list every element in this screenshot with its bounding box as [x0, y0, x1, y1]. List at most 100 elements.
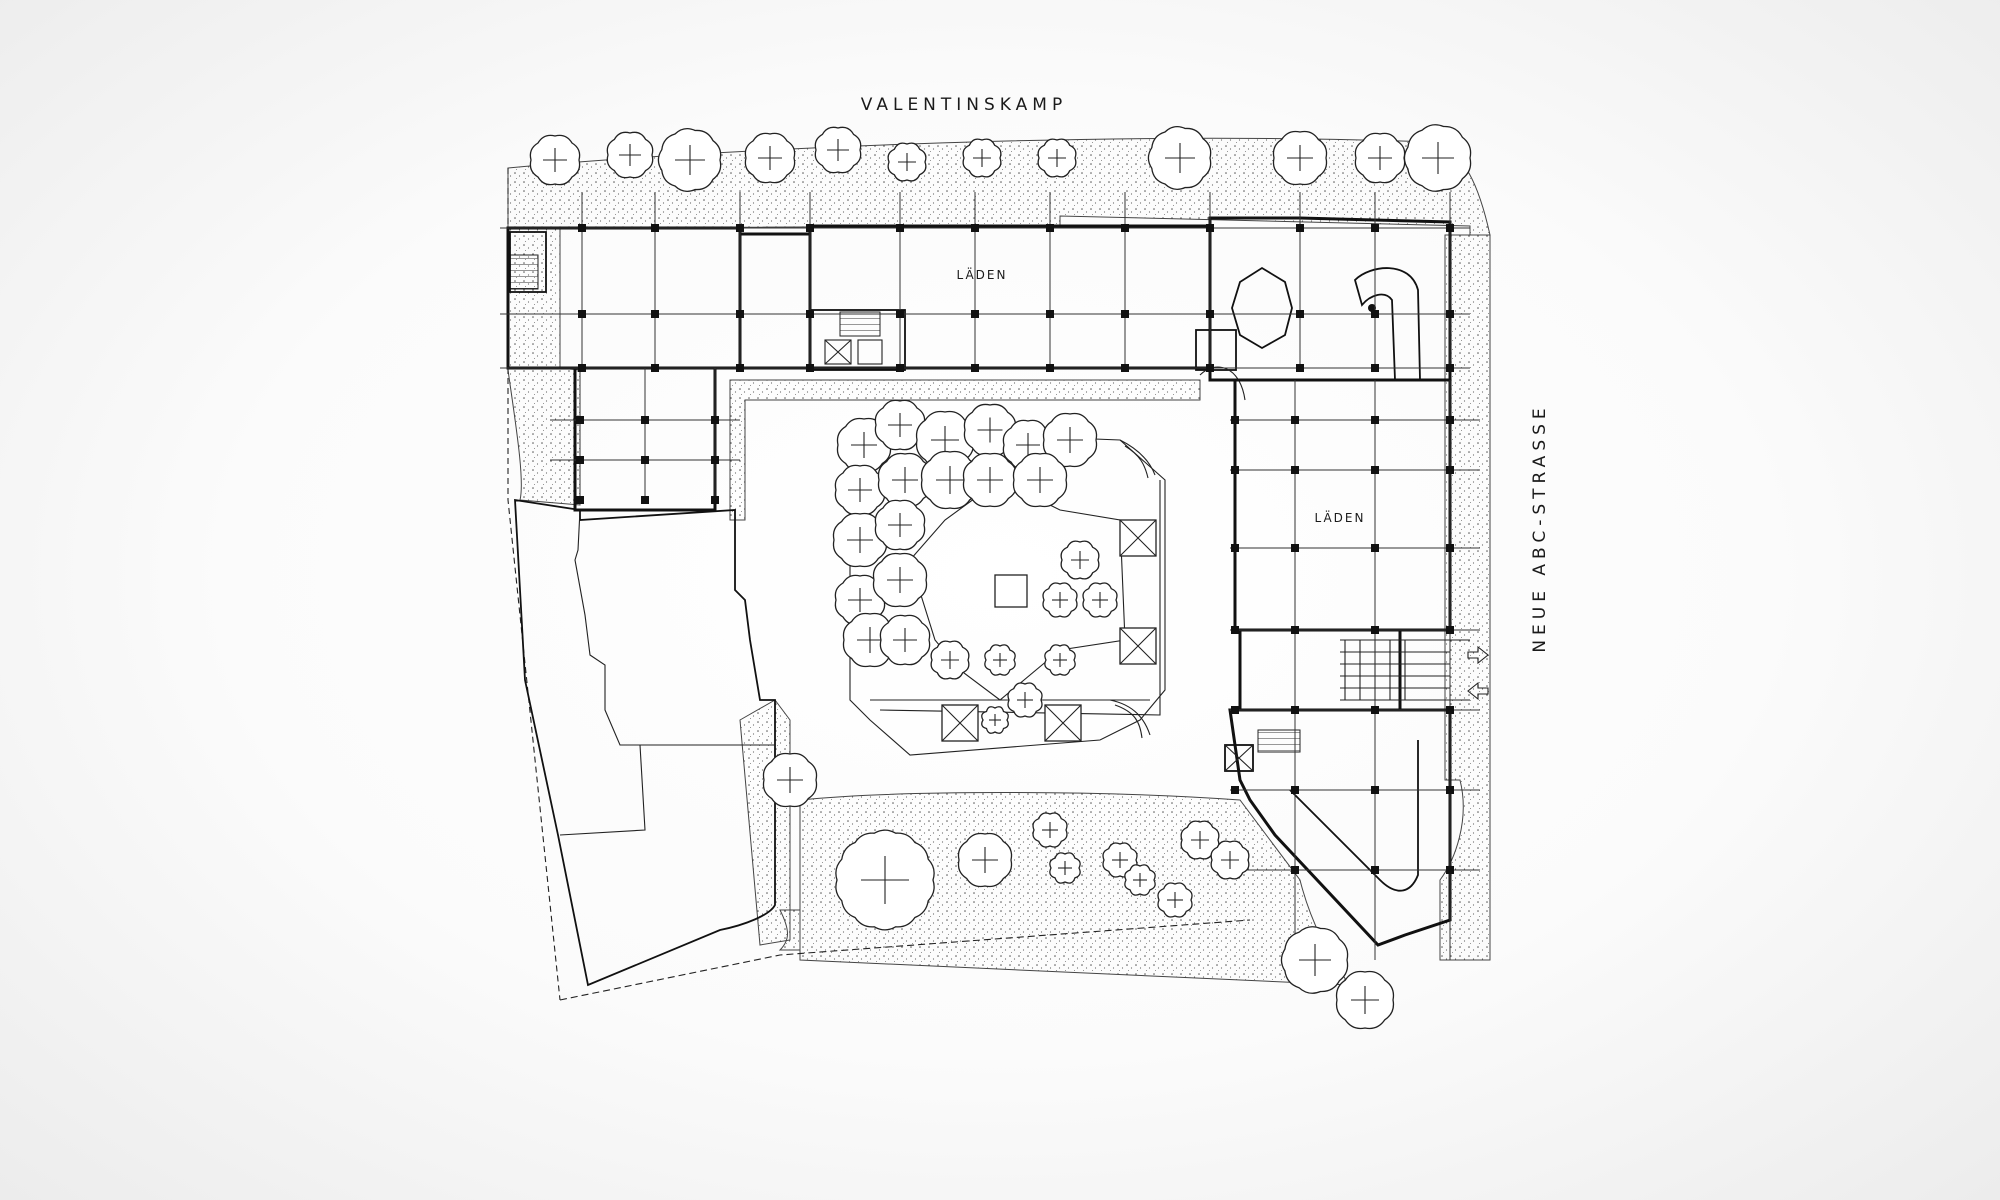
column	[651, 224, 659, 232]
column	[1291, 706, 1299, 714]
column	[736, 310, 744, 318]
tree-icon	[1210, 840, 1250, 880]
tree-icon	[1060, 540, 1100, 580]
entrance-passage	[1340, 639, 1470, 701]
column	[736, 364, 744, 372]
column	[1371, 310, 1379, 318]
tree-icon	[657, 128, 722, 192]
tree-icon	[874, 499, 926, 551]
column	[1046, 364, 1054, 372]
column	[1231, 626, 1239, 634]
tree-icon	[1147, 126, 1212, 190]
column	[1446, 364, 1454, 372]
column	[641, 416, 649, 424]
entry-arrow-icon	[1467, 645, 1489, 665]
tree-icon	[1280, 926, 1349, 994]
tree-icon	[872, 552, 928, 608]
column	[1371, 866, 1379, 874]
central-planter	[994, 574, 1028, 608]
column	[1446, 866, 1454, 874]
column	[1446, 416, 1454, 424]
column	[971, 364, 979, 372]
column	[1446, 786, 1454, 794]
tree-icon	[1354, 132, 1406, 184]
column	[576, 416, 584, 424]
column	[1446, 224, 1454, 232]
column	[578, 364, 586, 372]
tree-icon	[957, 832, 1013, 888]
tree-icon	[962, 138, 1002, 178]
column	[1231, 466, 1239, 474]
tree-icon	[1124, 864, 1156, 896]
column	[576, 496, 584, 504]
tree-icon	[1180, 820, 1220, 860]
column	[1446, 544, 1454, 552]
column	[1291, 544, 1299, 552]
column	[578, 310, 586, 318]
column	[1371, 416, 1379, 424]
column	[1371, 786, 1379, 794]
column	[711, 496, 719, 504]
corner-tower	[1195, 216, 1452, 401]
column	[806, 224, 814, 232]
tree-icon	[1042, 412, 1098, 468]
column	[1446, 466, 1454, 474]
neighbouring-building	[514, 498, 776, 987]
tree-icon	[930, 640, 970, 680]
street-label-north: VALENTINSKAMP	[861, 95, 1067, 115]
tree-icon	[832, 512, 888, 568]
tree-icon	[744, 132, 796, 184]
column	[1121, 364, 1129, 372]
column	[896, 310, 904, 318]
column	[896, 364, 904, 372]
column	[1446, 706, 1454, 714]
column	[711, 416, 719, 424]
tree-icon	[529, 134, 581, 186]
structural-columns	[576, 224, 1454, 874]
column	[1371, 466, 1379, 474]
tree-icon	[1403, 124, 1472, 192]
column	[1371, 224, 1379, 232]
column	[1231, 416, 1239, 424]
exit-arrow-icon	[1467, 681, 1489, 701]
column	[578, 224, 586, 232]
column	[641, 496, 649, 504]
column	[651, 364, 659, 372]
column	[1371, 626, 1379, 634]
column	[711, 456, 719, 464]
column	[1371, 364, 1379, 372]
column	[1231, 706, 1239, 714]
column	[576, 456, 584, 464]
tree-icon	[814, 126, 862, 174]
column	[1206, 364, 1214, 372]
column	[1121, 310, 1129, 318]
column	[1121, 224, 1129, 232]
street-label-east: NEUE ABC-STRASSE	[1530, 403, 1550, 652]
tree-icon	[1049, 852, 1081, 884]
column	[1291, 866, 1299, 874]
column	[1296, 310, 1304, 318]
tree-icon	[835, 829, 935, 931]
tree-icon	[920, 450, 980, 510]
column	[1291, 626, 1299, 634]
column	[1231, 544, 1239, 552]
column	[736, 224, 744, 232]
column	[1371, 544, 1379, 552]
column	[1371, 706, 1379, 714]
tree-icon	[984, 644, 1016, 676]
tree-icon	[1335, 970, 1395, 1030]
column	[806, 364, 814, 372]
tree-icon	[1032, 812, 1068, 848]
tree-icon	[1082, 582, 1118, 618]
column	[651, 310, 659, 318]
courtyard	[849, 429, 1166, 756]
column	[1291, 466, 1299, 474]
column	[1296, 364, 1304, 372]
column	[641, 456, 649, 464]
column	[971, 310, 979, 318]
room-label-north-shops: LÄDEN	[957, 267, 1008, 282]
tree-icon	[962, 452, 1018, 508]
column	[971, 224, 979, 232]
column	[1446, 626, 1454, 634]
